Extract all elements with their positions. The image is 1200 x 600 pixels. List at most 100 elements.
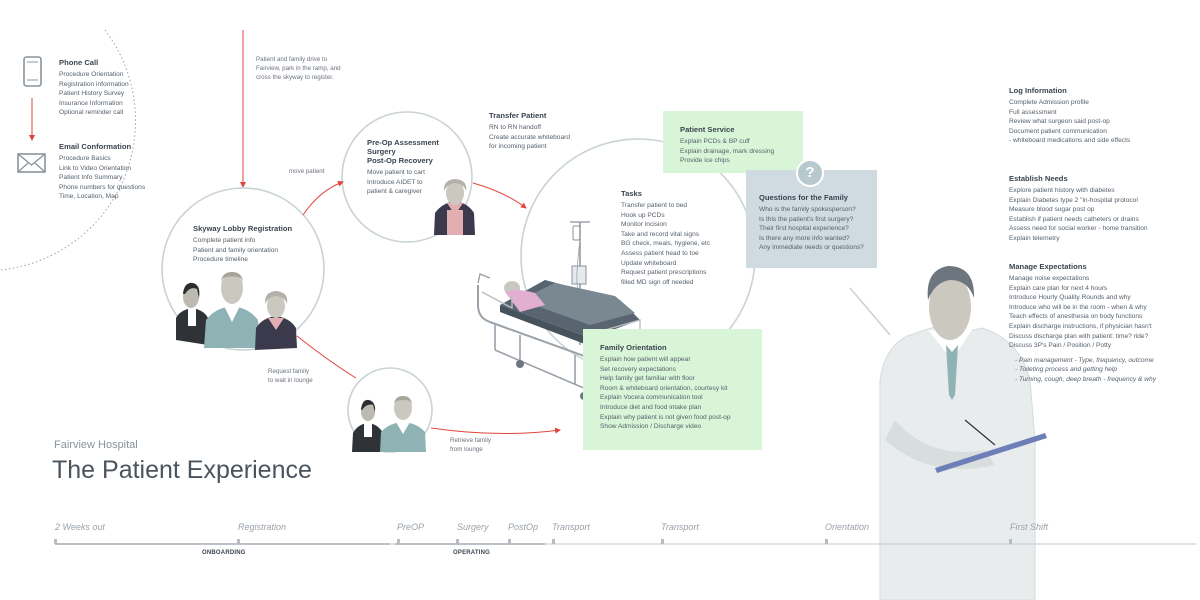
log-item: Full assessment — [1009, 108, 1057, 116]
needs-item: Explore patient history with diabetes — [1009, 187, 1115, 194]
phone-item: Insurance Information — [59, 99, 123, 107]
family-orientation-box: Family Orientation Explain how patient w… — [583, 329, 762, 450]
timeline-label: First Shift — [1010, 522, 1049, 532]
expectations-item: Teach effects of anesthesia on body func… — [1009, 313, 1143, 321]
timeline-label: Transport — [661, 522, 699, 532]
timeline-label: PreOP — [397, 522, 425, 532]
needs-title: Establish Needs — [1009, 174, 1068, 183]
expectations-item: Introduce Hourly Quality Rounds and why — [1009, 294, 1131, 302]
lounge-family-illustration — [352, 396, 426, 452]
expectations-item: Explain care plan for next 4 hours — [1009, 284, 1108, 292]
question-item: Who is the family spokesperson? — [759, 206, 856, 213]
expectations-title: Manage Expectations — [1009, 262, 1087, 271]
task-item: Assess patient head to toe — [621, 249, 699, 257]
transfer-block: Transfer Patient RN to RN handoff Create… — [489, 111, 570, 152]
phone-call-block: Phone Call Procedure Orientation Registr… — [59, 58, 129, 118]
lobby-item: Procedure timeline — [193, 256, 248, 264]
move-patient-label: move patient — [289, 168, 325, 175]
expectations-item: Discuss discharge plan with patient: tim… — [1009, 332, 1149, 340]
needs-item: Establish if patient needs catheters or … — [1009, 215, 1139, 223]
timeline-label: Registration — [238, 522, 287, 532]
envelope-icon — [17, 153, 46, 173]
preop-nurse-illustration — [434, 179, 475, 235]
preop-to-room-arrow — [472, 182, 527, 209]
expectations-item: Introduce who will be in the room - when… — [1009, 303, 1147, 311]
orientation-item: Help family get familiar with floor — [600, 375, 695, 383]
question-item: Is this the patient's first surgery? — [759, 215, 854, 223]
timeline-label: Orientation — [825, 522, 870, 532]
question-item: Is there any more info wanted? — [759, 234, 850, 242]
email-item: Phone numbers for questions — [59, 183, 146, 191]
email-item: Link to Video Orientation — [59, 164, 132, 172]
orientation-item: Room & whiteboard orientation, courtesy … — [600, 384, 728, 392]
timeline-label: 2 Weeks out — [55, 522, 105, 532]
phase-label-operating: OPERATING — [453, 550, 491, 556]
preop-block: Pre-Op Assessment Surgery Post-Op Recove… — [367, 138, 439, 197]
task-item: Take and record vital signs — [621, 230, 700, 238]
email-item: Patient Info Summary — [59, 174, 123, 182]
preop-title: Pre-Op Assessment — [367, 138, 439, 147]
patient-service-item: Provide ice chips — [680, 157, 730, 165]
preop-item: Introduce AIDET to — [367, 178, 423, 186]
orientation-item: Explain Vocera communication tool — [600, 394, 703, 402]
log-item: Review what surgeon said post-op — [1009, 118, 1110, 126]
email-title: Email Conformation — [59, 142, 132, 151]
timeline-ticks — [54, 539, 1012, 544]
preop-item: patient & caregiver — [367, 188, 422, 196]
phone-item: Procedure Orientation — [59, 71, 124, 78]
expectations-bullet: - Toileting process and getting help — [1015, 366, 1118, 374]
phone-item: Optional reminder call — [59, 109, 124, 117]
log-info-block: Log Information Complete Admission profi… — [1009, 86, 1130, 146]
phone-item: Patient History Survey — [59, 90, 125, 98]
questions-title: Questions for the Family — [759, 193, 849, 202]
expectations-bullet: - Pain management - Type, frequency, out… — [1015, 356, 1154, 364]
lobby-to-lounge-arrow — [296, 335, 357, 379]
task-item: filled MD sign off needed — [621, 278, 694, 286]
needs-item: Explain telemetry — [1009, 234, 1060, 242]
orientation-item: Set recovery expectations — [600, 365, 676, 373]
task-item: Monitor incision — [621, 221, 667, 229]
lobby-title: Skyway Lobby Registration — [193, 224, 293, 233]
patient-service-title: Patient Service — [680, 125, 735, 134]
task-item: Request patient prescriptions — [621, 269, 707, 277]
orientation-item: Explain how patient will appear — [600, 356, 691, 363]
email-item: Time, Location, Map — [59, 193, 119, 201]
org-name: Fairview Hospital — [54, 439, 138, 451]
patient-service-item: Explain drainage, mark dressing — [680, 147, 775, 155]
email-item: Procedure Basics — [59, 155, 111, 162]
log-item: Complete Admission profile — [1009, 99, 1089, 106]
doctor-illustration — [849, 266, 1047, 600]
task-item: Transfer patient to bed — [621, 202, 688, 209]
log-item: - whiteboard medications and side effect… — [1009, 137, 1131, 145]
timeline-label: Transport — [552, 522, 590, 532]
transfer-item: Create accurate whiteboard — [489, 133, 571, 141]
expectations-item: Discuss 3P's Pain / Position / Potty — [1009, 342, 1112, 350]
expectations-item: Manage noise expectations — [1009, 275, 1090, 282]
needs-item: Measure blood sugar post op — [1009, 206, 1095, 214]
task-item: BG check, meals, hygiene, etc — [621, 240, 711, 248]
patient-service-box: Patient Service Explain PCDs & BP cuff E… — [663, 111, 803, 173]
lobby-item: Complete patient info — [193, 237, 256, 244]
phone-call-title: Phone Call — [59, 58, 99, 67]
establish-needs-block: Establish Needs Explore patient history … — [1009, 174, 1148, 244]
log-item: Document patient communication — [1009, 127, 1107, 135]
lobby-item: Patient and family orientation — [193, 246, 279, 254]
timeline-label: Surgery — [457, 522, 489, 532]
phase-label-onboarding: ONBOARDING — [202, 550, 246, 556]
transfer-title: Transfer Patient — [489, 111, 547, 120]
phone-item: Registration information — [59, 80, 129, 88]
preop-title: Surgery — [367, 147, 396, 156]
question-item: Any immediate needs or questions? — [759, 244, 864, 252]
task-item: Update whiteboard — [621, 259, 677, 267]
orientation-item: Explain why patient is not given food po… — [600, 413, 731, 421]
transfer-item: for incoming patient — [489, 143, 547, 151]
transfer-item: RN to RN handoff — [489, 124, 541, 131]
lounge-to-orientation-arrow — [430, 427, 561, 435]
page-title: The Patient Experience — [52, 456, 312, 484]
lobby-people-illustration — [176, 272, 297, 350]
task-item: Hook up PCDs — [621, 211, 665, 219]
log-title: Log Information — [1009, 86, 1067, 95]
request-family-note: Request family to wait in lounge — [268, 368, 313, 384]
lobby-block: Skyway Lobby Registration Complete patie… — [193, 224, 292, 265]
